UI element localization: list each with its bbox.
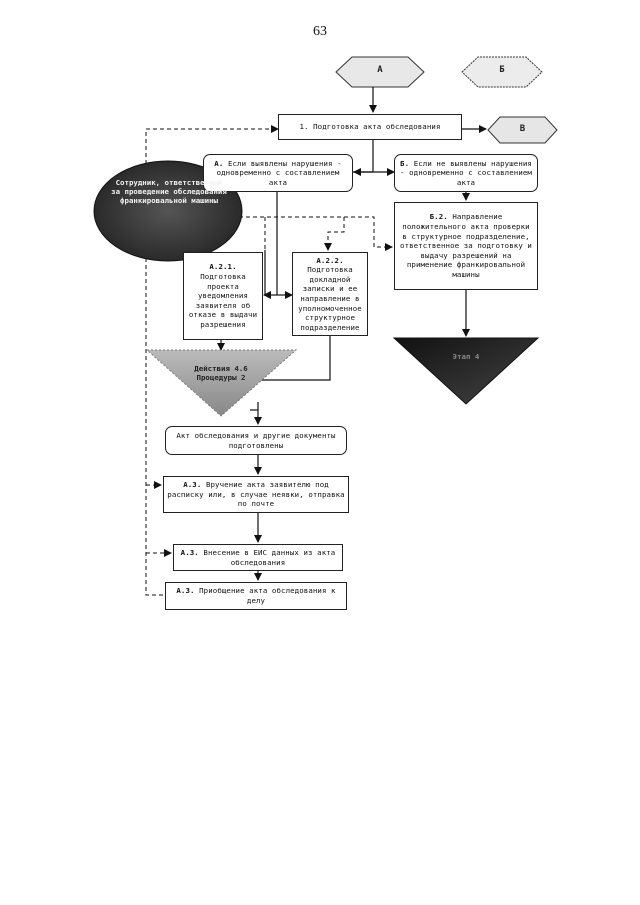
connector-b-label: Б <box>499 65 505 75</box>
step-b2-text: Направление положительного акта проверки… <box>400 212 532 279</box>
left-triangle-text: Действия 4.6 Процедуры 2 <box>194 364 248 382</box>
docs-ready-text: Акт обследования и другие документы подг… <box>176 430 336 450</box>
condition-b-label: Б. <box>400 158 410 168</box>
step-a21-label: А.2.1. <box>209 262 237 272</box>
step-b2-box: Б.2. Направление положительного акта про… <box>394 202 538 290</box>
step1-box: 1. Подготовка акта обследования <box>278 114 462 140</box>
responsible-oval-text: Сотрудник, ответственный за проведение о… <box>111 178 227 205</box>
right-triangle-shape <box>392 337 540 405</box>
step-a3-file-label: А.3. <box>176 586 195 596</box>
step-a3-file-text: Приобщение акта обследования к делу <box>199 586 336 605</box>
right-triangle-text: Этап 4 <box>452 352 480 361</box>
step-a22-text: Подготовка докладной записки и ее направ… <box>298 265 362 332</box>
step-a3-delivery-box: А.3. Вручение акта заявителю под расписк… <box>163 476 349 513</box>
step-a21-text: Подготовка проекта уведомления заявителя… <box>188 272 258 329</box>
connector-a-shape <box>335 56 425 88</box>
step-b2-label: Б.2. <box>429 212 448 222</box>
left-triangle-shape <box>145 349 298 417</box>
condition-a-text: Если выявлены нарушения - одновременно с… <box>216 158 342 187</box>
condition-a-label: А. <box>214 158 224 168</box>
connector-v-shape <box>487 116 558 144</box>
step-a3-file-box: А.3. Приобщение акта обследования к делу <box>165 582 347 610</box>
page-number: 63 <box>313 24 327 39</box>
step1-text: 1. Подготовка акта обследования <box>299 122 441 132</box>
condition-b-box: Б. Если не выявлены нарушения - одноврем… <box>394 154 538 192</box>
step-a22-box: А.2.2. Подготовка докладной записки и ее… <box>292 252 368 336</box>
step-a3-delivery-label: А.3. <box>183 480 202 490</box>
step-a3-eis-label: А.3. <box>180 547 199 557</box>
step-a22-label: А.2.2. <box>316 255 344 265</box>
step-a3-eis-box: А.3. Внесение в ЕИС данных из акта обсле… <box>173 544 343 571</box>
step-a21-box: А.2.1. Подготовка проекта уведомления за… <box>183 252 263 340</box>
condition-b-text: Если не выявлены нарушения - одновременн… <box>400 158 532 187</box>
docs-ready-box: Акт обследования и другие документы подг… <box>165 426 347 455</box>
connector-a-label: А <box>377 65 383 75</box>
condition-a-box: А. Если выявлены нарушения - одновременн… <box>203 154 353 192</box>
step-a3-delivery-text: Вручение акта заявителю под расписку или… <box>167 480 345 509</box>
connector-v-label: В <box>519 124 526 134</box>
connector-b-shape <box>461 56 543 88</box>
step-a3-eis-text: Внесение в ЕИС данных из акта обследован… <box>203 547 336 567</box>
